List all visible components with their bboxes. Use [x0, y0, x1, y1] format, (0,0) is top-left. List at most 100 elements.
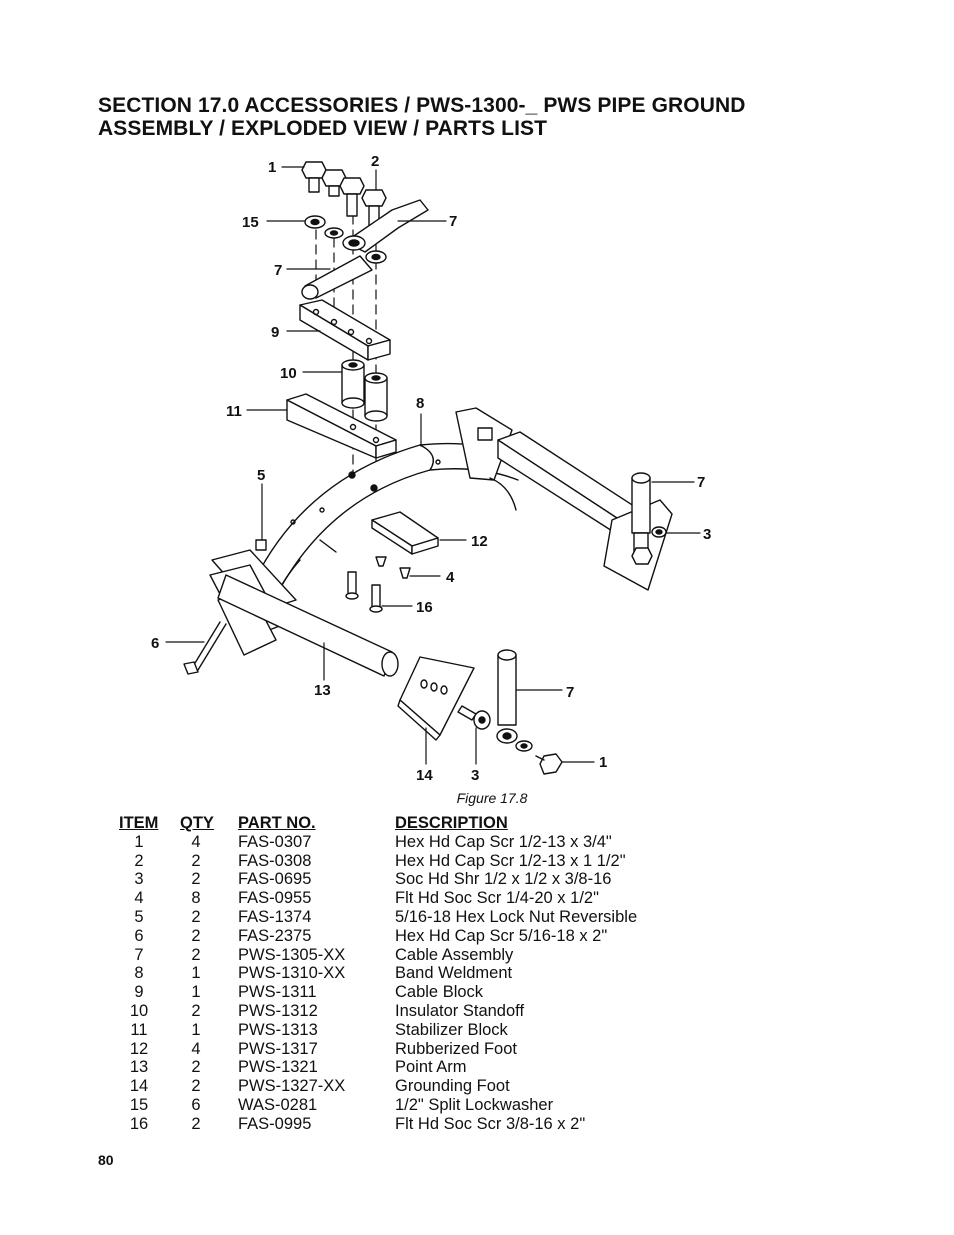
- qty-cell: 2: [191, 1114, 201, 1133]
- item-cell: 3: [134, 870, 144, 889]
- qty-cell: 6: [191, 1095, 201, 1114]
- qty-cell: 2: [191, 1001, 201, 1020]
- callout-12: 12: [471, 533, 488, 550]
- part-no-cell: PWS-1305-XX: [238, 945, 346, 964]
- item-cell: 16: [129, 1114, 149, 1133]
- item-cell: 7: [134, 945, 144, 964]
- band-right-bracket: [455, 407, 641, 537]
- shoulder-bolt-bottom: [457, 705, 491, 730]
- stabilizer-block: [286, 393, 397, 459]
- item-cell: 6: [134, 926, 144, 945]
- part-no-cell: PWS-1313: [238, 1020, 318, 1039]
- part-no-cell: FAS-2375: [238, 926, 312, 945]
- part-no-cell: PWS-1317: [238, 1039, 318, 1058]
- item-cell: 4: [134, 889, 144, 908]
- item-cell: 1: [134, 832, 144, 851]
- cable-assembly-lower: [496, 649, 563, 775]
- description-cell: 5/16-18 Hex Lock Nut Reversible: [395, 907, 638, 926]
- description-cell: 1/2" Split Lockwasher: [395, 1095, 554, 1114]
- part-no-cell: FAS-0307: [238, 832, 312, 851]
- insulator-standoffs: [341, 359, 388, 422]
- qty-cell: 4: [191, 832, 201, 851]
- qty-cell: 1: [191, 983, 201, 1002]
- callout-1b: 1: [599, 754, 607, 771]
- callout-7c: 7: [697, 474, 705, 491]
- description-cell: Hex Hd Cap Scr 1/2-13 x 3/4": [395, 832, 612, 851]
- section-title: SECTION 17.0 ACCESSORIES / PWS-1300-_ PW…: [98, 94, 858, 140]
- callout-14: 14: [416, 767, 433, 784]
- callout-7a: 7: [449, 213, 457, 230]
- grounding-foot: [397, 656, 475, 741]
- part-no-cell: FAS-0995: [238, 1114, 312, 1133]
- part-no-cell: PWS-1311: [238, 983, 317, 1002]
- part-no-cell: FAS-0308: [238, 851, 312, 870]
- table-row: 3 2 FAS-0695 Soc Hd Shr 1/2 x 1/2 x 3/8-16: [117, 870, 677, 889]
- callout-15: 15: [242, 214, 259, 231]
- description-cell: Hex Hd Cap Scr 1/2-13 x 1 1/2": [395, 851, 626, 870]
- qty-cell: 4: [191, 1039, 201, 1058]
- callout-8: 8: [416, 395, 424, 412]
- qty-cell: 1: [191, 1020, 201, 1039]
- description-cell: Cable Assembly: [395, 945, 514, 964]
- item-cell: 2: [134, 851, 144, 870]
- cable-assembly-upper: [301, 199, 429, 300]
- item-cell: 8: [134, 964, 144, 983]
- item-cell: 10: [129, 1001, 149, 1020]
- callout-10: 10: [280, 365, 297, 382]
- table-row: 16 2 FAS-0995 Flt Hd Soc Scr 3/8-16 x 2": [117, 1115, 677, 1134]
- callout-13: 13: [314, 682, 331, 699]
- item-cell: 13: [129, 1058, 149, 1077]
- description-cell: Band Weldment: [395, 964, 513, 983]
- description-cell: Hex Hd Cap Scr 5/16-18 x 2": [395, 926, 608, 945]
- qty-cell: 2: [191, 1077, 201, 1096]
- rubberized-foot: [371, 511, 439, 555]
- qty-cell: 2: [191, 926, 201, 945]
- callout-1: 1: [268, 159, 276, 176]
- qty-cell: 1: [191, 964, 201, 983]
- lockwashers-top: [304, 215, 344, 239]
- callout-3a: 3: [703, 526, 711, 543]
- part-no-cell: PWS-1310-XX: [238, 964, 346, 983]
- description-cell: Flt Hd Soc Scr 3/8-16 x 2": [395, 1114, 586, 1133]
- qty-cell: 2: [191, 1058, 201, 1077]
- item-cell: 14: [129, 1077, 149, 1096]
- section-title-line-1: SECTION 17.0 ACCESSORIES / PWS-1300-_ PW…: [98, 94, 746, 117]
- table-row: 1 4 FAS-0307 Hex Hd Cap Scr 1/2-13 x 3/4": [117, 833, 677, 852]
- header-qty: QTY: [180, 814, 214, 832]
- description-cell: Insulator Standoff: [395, 1001, 525, 1020]
- header-item: ITEM: [119, 814, 159, 832]
- part-no-cell: FAS-0695: [238, 870, 312, 889]
- callout-16: 16: [416, 599, 433, 616]
- table-row: 10 2 PWS-1312 Insulator Standoff: [117, 1002, 677, 1021]
- callout-labels: 1 2 15 7 7 9 10 11 8 5 7 3 12 4 16 6 13 …: [151, 153, 711, 784]
- part-no-cell: PWS-1312: [238, 1001, 318, 1020]
- description-cell: Soc Hd Shr 1/2 x 1/2 x 3/8-16: [395, 870, 612, 889]
- callout-2: 2: [371, 153, 379, 170]
- part-no-cell: PWS-1321: [238, 1058, 318, 1077]
- callout-7d: 7: [566, 684, 574, 701]
- page-number: 80: [98, 1152, 114, 1168]
- description-cell: Flt Hd Soc Scr 1/4-20 x 1/2": [395, 889, 599, 908]
- header-part-no: PART NO.: [238, 814, 316, 832]
- callout-3b: 3: [471, 767, 479, 784]
- parts-list-header: ITEM QTY PART NO. DESCRIPTION: [117, 814, 677, 833]
- cable-block: [299, 299, 391, 361]
- part-no-cell: FAS-1374: [238, 907, 312, 926]
- callout-leader-lines: [165, 166, 701, 765]
- point-arm: [217, 574, 399, 677]
- description-cell: Grounding Foot: [395, 1077, 510, 1096]
- table-row: 6 2 FAS-2375 Hex Hd Cap Scr 5/16-18 x 2": [117, 927, 677, 946]
- qty-cell: 2: [191, 907, 201, 926]
- description-cell: Stabilizer Block: [395, 1020, 508, 1039]
- qty-cell: 2: [191, 870, 201, 889]
- table-row: 8 1 PWS-1310-XX Band Weldment: [117, 964, 677, 983]
- item-cell: 11: [130, 1020, 148, 1039]
